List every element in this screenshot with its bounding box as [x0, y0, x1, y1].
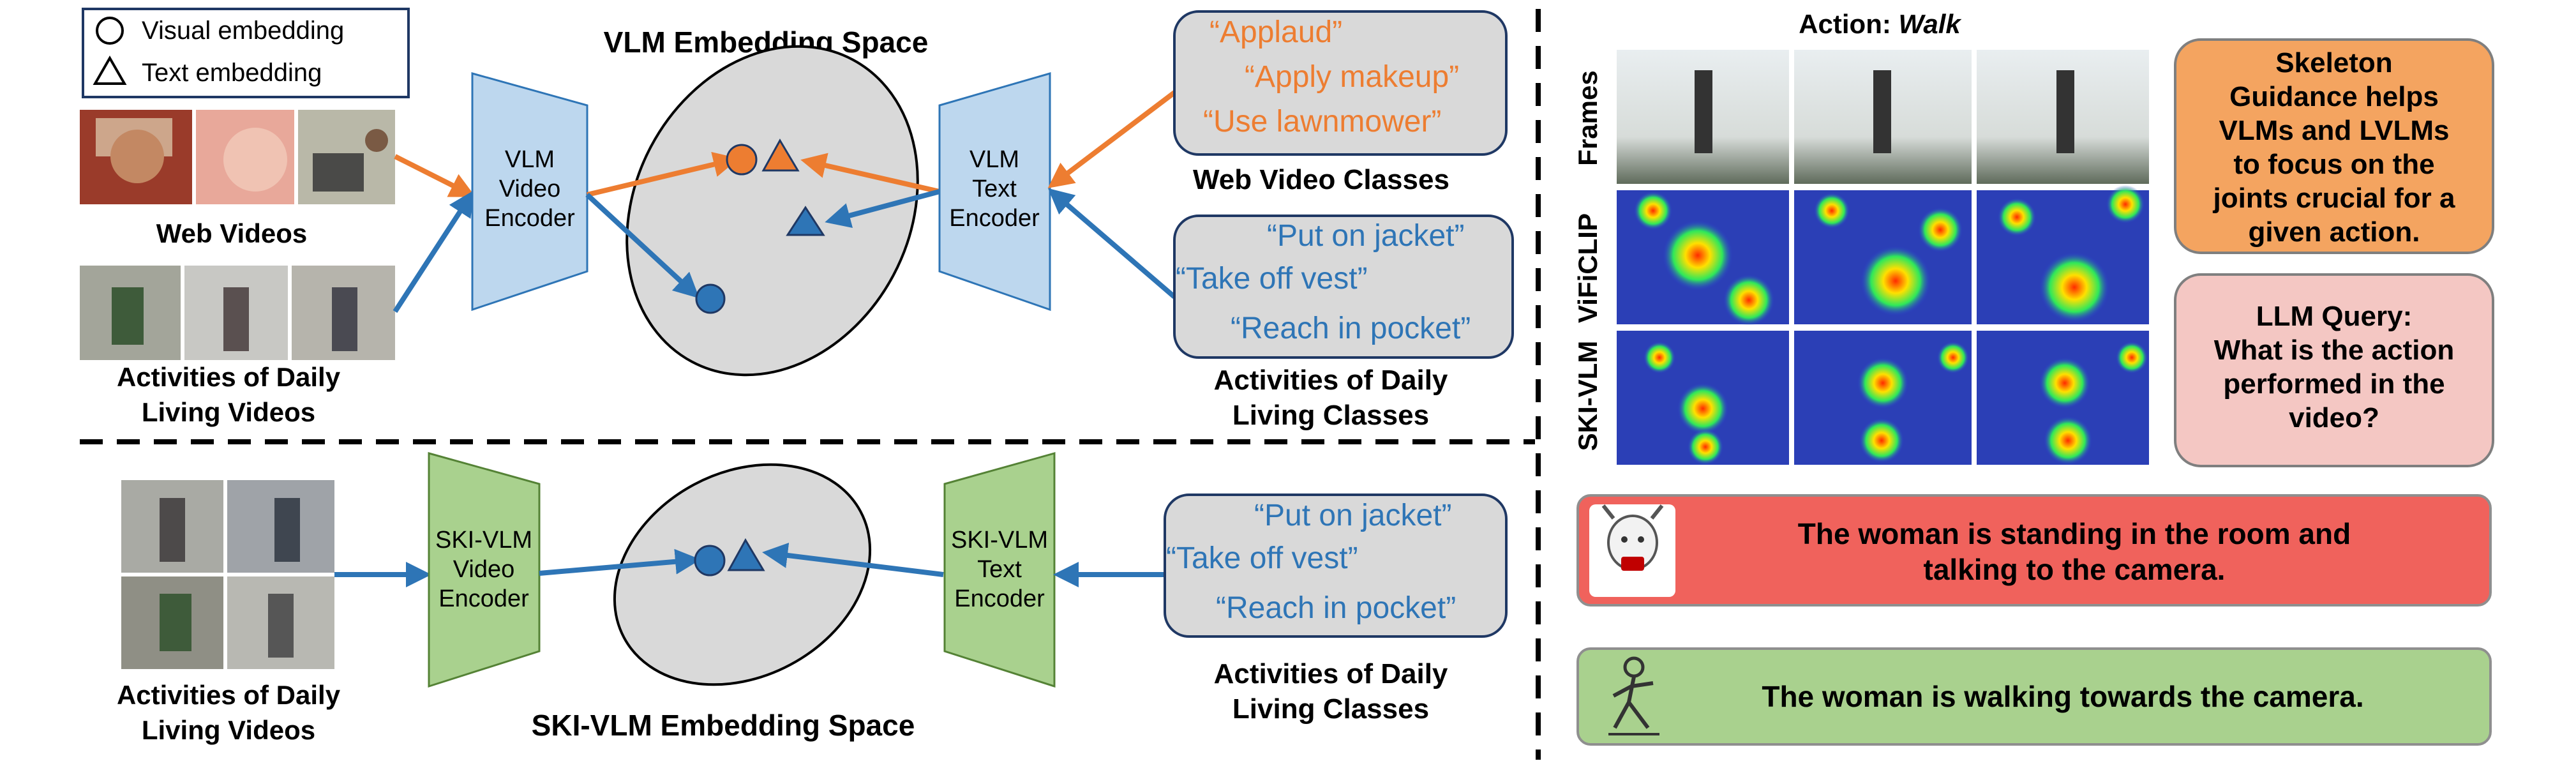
vlm-video-encoder-line-2: Video: [499, 176, 561, 202]
row-label-ski-vlm: SKI-VLM: [1573, 341, 1603, 451]
adl-classes-box-top: [1173, 215, 1514, 359]
adl-classes-label-top-line-1: Activities of Daily: [1214, 365, 1448, 396]
row-label-vificlip: ViFiCLIP: [1573, 213, 1603, 323]
vlm-text-encoder-line-2: Text: [972, 176, 1017, 202]
ski-embedding-space: [613, 463, 872, 686]
vlm-video-encoder-line-3: Encoder: [484, 205, 575, 232]
vlm-text-encoder-line-3: Encoder: [949, 205, 1040, 232]
skeleton-line-1: Skeleton: [2275, 47, 2392, 79]
adl-class-bottom-2: “Take off vest”: [1166, 541, 1358, 575]
adl-class-top-1: “Put on jacket”: [1267, 219, 1464, 253]
text-to-orange-embedding-arrow: [800, 153, 940, 194]
web-classes-to-encoder-arrow: [1047, 90, 1176, 188]
adl-video-thumbnails-top: [80, 266, 395, 360]
action-title: Action: Walk: [1799, 9, 1962, 39]
vlm-video-encoder-line-1: VLM: [505, 146, 555, 173]
web-class-2: “Apply makeup”: [1245, 60, 1459, 94]
ski-text-to-embedding-arrow: [762, 543, 944, 577]
ski-text-encoder-line-3: Encoder: [954, 585, 1045, 612]
adl-classes-label-top-line-2: Living Classes: [1232, 400, 1429, 431]
ski-text-encoder-line-2: Text: [977, 556, 1022, 583]
web-video-classes-box: [1173, 10, 1508, 156]
web-videos-label: Web Videos: [156, 218, 308, 248]
web-text-embedding: [761, 138, 800, 172]
web-video-thumbnails: [80, 110, 395, 204]
adl-videos-label-bottom-line-2: Living Videos: [142, 715, 315, 745]
llm-query-line-1: LLM Query:: [2256, 301, 2412, 332]
skeleton-line-4: to focus on the: [2233, 149, 2434, 180]
web-class-3: “Use lawnmower”: [1203, 105, 1441, 139]
skeleton-line-5: joints crucial for a: [2213, 183, 2456, 214]
adl-classes-box-bottom: [1164, 494, 1508, 638]
llm-query-line-4: video?: [2289, 402, 2379, 433]
vlm-embedding-space: [625, 45, 919, 377]
baseline-answer-line-2: talking to the camera.: [1924, 553, 2226, 586]
legend-visual-label: Visual embedding: [142, 17, 344, 45]
legend: Visual embedding Text embedding: [82, 8, 410, 98]
vlm-text-encoder: [938, 72, 1051, 312]
ski-video-encoder-line-2: Video: [453, 556, 515, 583]
top-section: Web Videos Activities of Daily Living Vi…: [80, 10, 1514, 431]
adl-videos-label-line-2: Living Videos: [142, 397, 315, 427]
ski-vlm-heatmap-row: [1617, 331, 2149, 465]
baseline-answer-line-1: The woman is standing in the room and: [1798, 517, 2351, 550]
text-to-blue-embedding-arrow: [825, 189, 941, 229]
adl-class-top-2: “Take off vest”: [1176, 262, 1368, 296]
ski-text-embedding: [727, 538, 765, 571]
adl-to-encoder-arrow: [393, 190, 474, 313]
adl-class-bottom-3: “Reach in pocket”: [1216, 591, 1456, 625]
adl-video-thumbnails-bottom: [121, 480, 334, 669]
web-class-1: “Applaud”: [1209, 15, 1342, 49]
action-name: Walk: [1899, 9, 1963, 39]
bottom-section: Activities of Daily Living Videos SKI-VL…: [117, 452, 1508, 745]
ski-text-encoder: [943, 452, 1056, 688]
vlm-video-encoder: [471, 72, 588, 312]
baseline-answer-box: [1576, 494, 2492, 607]
goat-icon: [1589, 504, 1675, 597]
ski-text-encoder-line-1: SKI-VLM: [951, 527, 1048, 554]
web-visual-embedding: [726, 144, 758, 176]
vificlip-heatmap-row: [1617, 185, 2149, 326]
frames-row: [1617, 50, 2149, 184]
adl-classes-label-bottom-line-2: Living Classes: [1232, 693, 1429, 725]
web-to-encoder-arrow: [394, 154, 476, 197]
adl-class-bottom-1: “Put on jacket”: [1254, 499, 1451, 532]
ski-space-title: SKI-VLM Embedding Space: [532, 709, 915, 742]
ski-video-encoder-line-1: SKI-VLM: [435, 527, 532, 554]
video-to-orange-embedding-arrow: [587, 151, 739, 197]
text-embedding-icon: [93, 55, 127, 85]
adl-videos-label-line-1: Activities of Daily: [117, 362, 341, 392]
llm-query-line-2: What is the action: [2214, 335, 2454, 366]
ski-visual-embedding: [694, 545, 726, 576]
legend-text-label: Text embedding: [142, 59, 322, 87]
skeleton-line-6: given action.: [2249, 216, 2420, 248]
skeleton-guidance-box: [2174, 38, 2494, 254]
skeleton-line-3: VLMs and LVLMs: [2219, 115, 2450, 146]
llm-query-box: [2174, 273, 2494, 467]
skeleton-line-2: Guidance helps: [2229, 81, 2439, 112]
ski-answer-box: [1576, 647, 2492, 746]
ski-answer-text: The woman is walking towards the camera.: [1762, 680, 2363, 713]
adl-visual-embedding: [695, 283, 726, 314]
skeleton-runner-icon: [1608, 656, 1659, 735]
llm-query-line-3: performed in the: [2223, 368, 2445, 400]
row-label-frames: Frames: [1573, 70, 1603, 165]
ski-video-encoder-line-3: Encoder: [438, 585, 529, 612]
adl-videos-label-bottom-line-1: Activities of Daily: [117, 680, 341, 710]
adl-text-embedding: [786, 206, 825, 236]
video-to-blue-embedding-arrow: [585, 193, 700, 299]
ski-video-to-embedding-arrow: [539, 548, 701, 576]
right-panel: Action: Walk Frames ViFiCLIP SKI-VLM: [1573, 9, 2494, 746]
action-prefix: Action:: [1799, 9, 1898, 39]
web-video-classes-label: Web Video Classes: [1193, 164, 1449, 195]
adl-class-top-3: “Reach in pocket”: [1231, 312, 1471, 345]
adl-classes-to-encoder-arrow: [1047, 188, 1176, 299]
vlm-text-encoder-line-1: VLM: [970, 146, 1019, 173]
ski-video-encoder: [428, 452, 541, 688]
visual-embedding-icon: [96, 17, 124, 45]
adl-classes-label-bottom-line-1: Activities of Daily: [1214, 658, 1448, 689]
